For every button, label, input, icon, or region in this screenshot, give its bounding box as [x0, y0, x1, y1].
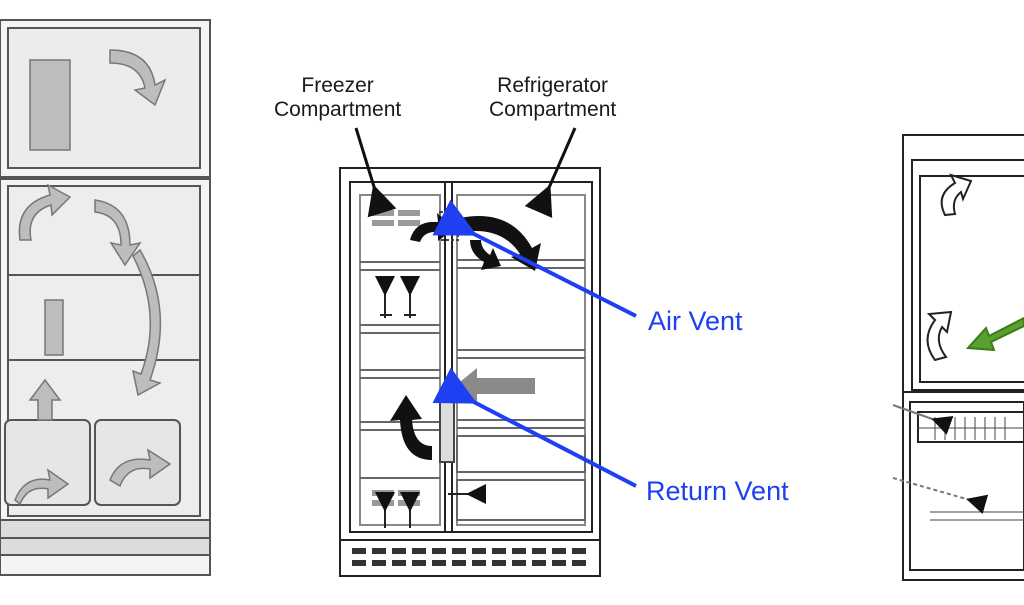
label-pointers: [354, 127, 577, 218]
curved-arrow-icon: [926, 310, 953, 362]
u-turn-arrow-icon: [390, 395, 432, 460]
right-fridge-illustration: [892, 134, 1024, 581]
return-vent-label: Return Vent: [646, 476, 789, 506]
left-fridge-illustration: [0, 19, 211, 576]
freezer-compartment-label: Freezer Compartment: [274, 74, 402, 121]
curved-arrow-icon: [470, 240, 501, 270]
curved-arrow-icon: [940, 173, 973, 217]
refrigerator-compartment-label: Refrigerator Compartment: [489, 74, 617, 121]
air-vent-label: Air Vent: [648, 306, 743, 336]
green-arrow-icon: [965, 316, 1024, 352]
callout-lines: [432, 199, 637, 488]
